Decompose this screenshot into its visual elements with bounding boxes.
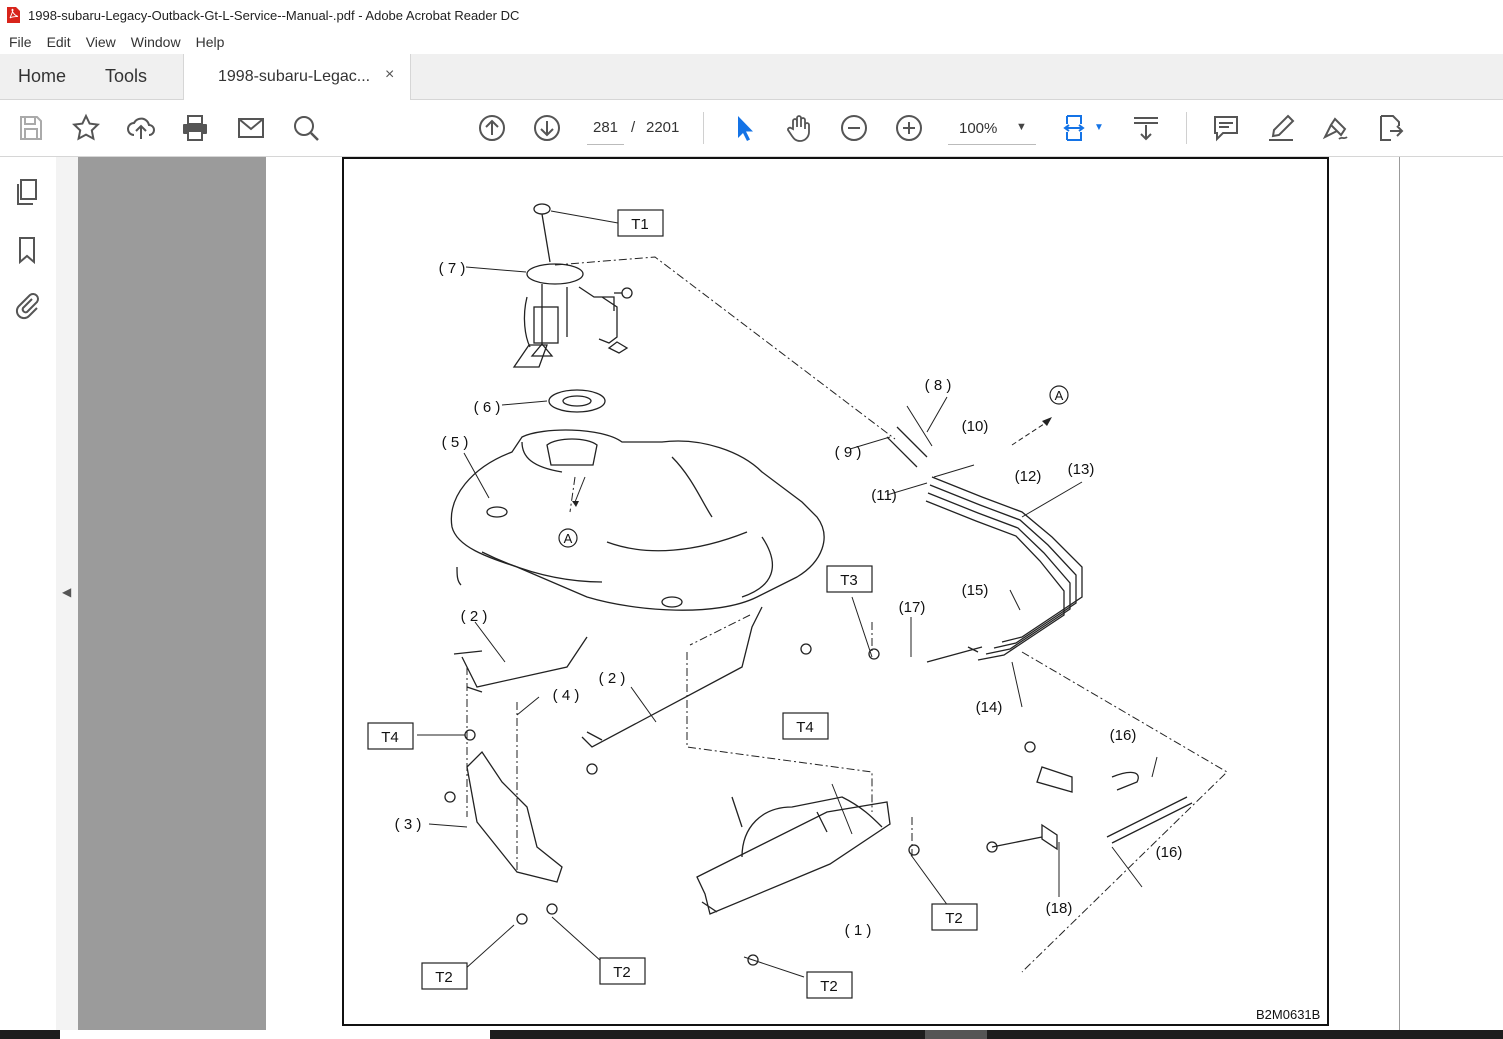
collapse-arrow-icon: ◀ — [62, 585, 72, 599]
scroll-track-left — [60, 1030, 490, 1039]
zoom-out-icon[interactable] — [836, 110, 872, 146]
zoom-in-icon[interactable] — [891, 110, 927, 146]
bottom-scrollbar[interactable] — [0, 1030, 1503, 1039]
menu-file[interactable]: File — [9, 34, 32, 50]
zoom-select[interactable]: 100% ▼ — [948, 112, 1036, 145]
label-n7: ( 7 ) — [439, 260, 466, 277]
gasket — [548, 389, 606, 413]
pdf-icon — [7, 7, 20, 23]
fuel-lines — [886, 426, 1083, 663]
hand-icon[interactable] — [781, 110, 817, 146]
tab-tools[interactable]: Tools — [105, 66, 148, 86]
email-icon[interactable] — [233, 110, 269, 146]
label-t2-d: T2 — [945, 910, 963, 927]
menu-edit[interactable]: Edit — [46, 34, 71, 50]
label-n18: (18) — [1046, 900, 1073, 917]
panel-collapse-handle[interactable]: ◀ — [56, 157, 78, 1030]
search-icon[interactable] — [288, 110, 324, 146]
upload-icon[interactable] — [123, 110, 159, 146]
label-n12: (12) — [1015, 468, 1042, 485]
pages-icon[interactable] — [12, 177, 42, 207]
label-a-tank: A — [564, 531, 573, 546]
label-n1: ( 1 ) — [845, 922, 872, 939]
fit-menu-chevron-icon[interactable]: ▼ — [1094, 122, 1104, 133]
label-n8: ( 8 ) — [925, 377, 952, 394]
figure-id: B2M0631B — [1256, 1007, 1321, 1022]
tank-straps — [453, 606, 763, 748]
evap-hoses — [1036, 766, 1193, 844]
tab-document-label: 1998-subaru-Legac... — [218, 68, 371, 85]
title-bar: 1998-subaru-Legacy-Outback-Gt-L-Service-… — [0, 0, 1503, 30]
zoom-value: 100% — [959, 120, 998, 137]
label-n2-right: ( 2 ) — [599, 670, 626, 687]
toolbar-divider — [703, 112, 704, 144]
page-down-icon[interactable] — [529, 110, 565, 146]
save-icon[interactable] — [13, 110, 49, 146]
fit-page-icon[interactable] — [1058, 110, 1094, 146]
menu-help[interactable]: Help — [195, 34, 225, 50]
sign-icon[interactable] — [1318, 110, 1354, 146]
label-n5: ( 5 ) — [442, 434, 469, 451]
toolbar-divider-2 — [1186, 112, 1187, 144]
left-nav-panel — [0, 157, 57, 1030]
select-cursor-icon[interactable] — [726, 110, 762, 146]
diagram-frame — [342, 157, 1329, 1026]
menu-window[interactable]: Window — [130, 34, 181, 50]
right-margin — [1400, 157, 1503, 1030]
label-t4-left: T4 — [381, 729, 399, 746]
label-n16-top: (16) — [1110, 727, 1137, 744]
close-tab-icon[interactable]: × — [385, 66, 395, 83]
label-n6: ( 6 ) — [474, 399, 501, 416]
label-n9: ( 9 ) — [835, 444, 862, 461]
print-icon[interactable] — [177, 110, 213, 146]
highlight-icon[interactable] — [1263, 110, 1299, 146]
attachments-icon[interactable] — [12, 291, 42, 321]
bookmarks-icon[interactable] — [12, 235, 42, 265]
menu-bar: File Edit View Window Help — [0, 30, 1503, 55]
scroll-thumb[interactable] — [925, 1030, 987, 1039]
page-separator: / — [631, 119, 636, 136]
page-total: 2201 — [646, 119, 680, 136]
heat-shield — [696, 796, 891, 915]
label-t4-right: T4 — [796, 719, 814, 736]
label-n17: (17) — [899, 599, 926, 616]
pdf-page — [266, 157, 1399, 1030]
label-n3: ( 3 ) — [395, 816, 422, 833]
label-n11: (11) — [871, 487, 897, 504]
page-up-icon[interactable] — [474, 110, 510, 146]
label-n16-bottom: (16) — [1156, 844, 1183, 861]
bracket — [986, 823, 1058, 853]
menu-view[interactable]: View — [85, 34, 116, 50]
fuel-system-diagram: T1 T3 T4 T4 T2 T2 T2 T2 A A ( 1 ) ( 2 ) … — [367, 203, 1228, 999]
chevron-down-icon: ▼ — [1016, 121, 1027, 133]
label-n2-left: ( 2 ) — [461, 608, 488, 625]
page-number-input[interactable]: 281 — [587, 112, 624, 145]
label-t2-b: T2 — [613, 964, 631, 981]
label-t2-a: T2 — [435, 969, 453, 986]
label-n10: (10) — [962, 418, 989, 435]
more-tools-icon[interactable] — [1373, 110, 1409, 146]
scroll-mode-icon[interactable] — [1128, 110, 1164, 146]
label-t1: T1 — [631, 216, 649, 233]
window-title: 1998-subaru-Legacy-Outback-Gt-L-Service-… — [28, 7, 520, 23]
fuel-pump-assembly — [512, 203, 633, 368]
label-a-line: A — [1055, 388, 1064, 403]
label-t3: T3 — [840, 572, 858, 589]
label-n13: (13) — [1068, 461, 1095, 478]
label-n15: (15) — [962, 582, 989, 599]
toolbar: 281 / 2201 100% ▼ ▼ — [0, 100, 1503, 157]
label-n4: ( 4 ) — [553, 687, 580, 704]
tab-bar: Home Tools 1998-subaru-Legac... × — [0, 54, 1503, 100]
tab-home[interactable]: Home — [18, 66, 67, 86]
tab-document[interactable]: 1998-subaru-Legac... × — [183, 54, 411, 100]
label-t2-c: T2 — [820, 978, 838, 995]
bookmark-star-icon[interactable] — [68, 110, 104, 146]
tank-protector — [466, 750, 563, 883]
label-n14: (14) — [976, 699, 1003, 716]
fuel-tank — [450, 429, 825, 611]
comment-icon[interactable] — [1208, 110, 1244, 146]
